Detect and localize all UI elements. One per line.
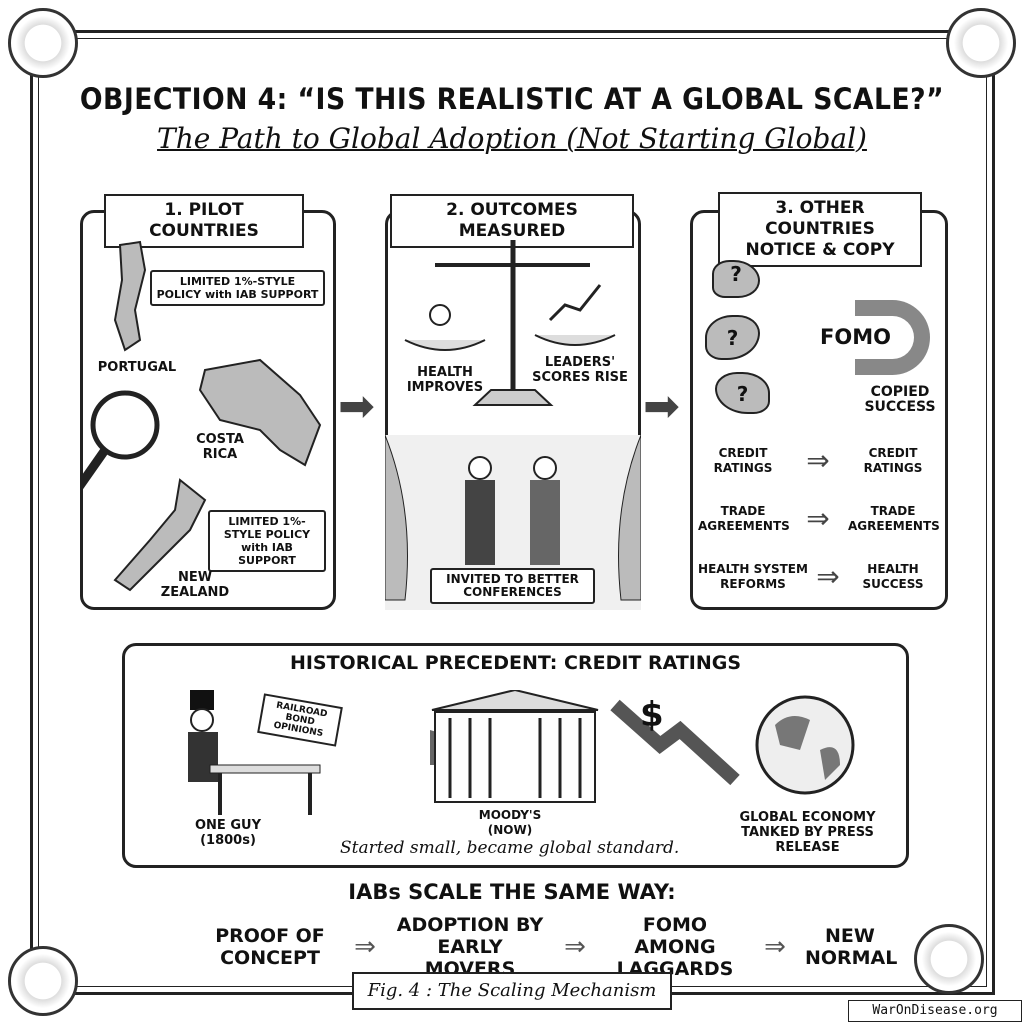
history-header: HISTORICAL PRECEDENT: CREDIT RATINGS — [289, 652, 742, 674]
label-copied-success: COPIED SUCCESS — [864, 384, 936, 415]
flow-step: ADOPTION BY EARLY MOVERS — [396, 914, 544, 980]
row-from: HEALTH SYSTEM REFORMS — [698, 562, 808, 591]
arrow-right-icon: ⇒ — [764, 932, 786, 962]
row-from: CREDIT RATINGS — [713, 446, 773, 475]
row-to: TRADE AGREEMENTS — [848, 504, 940, 533]
scale-and-handshake-illustration — [385, 240, 641, 610]
row-to: CREDIT RATINGS — [863, 446, 923, 475]
globe-icon — [755, 695, 855, 795]
top-hat-icon — [190, 690, 214, 710]
page-title: OBJECTION 4: “IS THIS REALISTIC AT A GLO… — [79, 82, 945, 116]
panel-header: 3. OTHER COUNTRIES NOTICE & COPY — [718, 192, 922, 267]
label-health-improves: HEALTH IMPROVES — [406, 365, 484, 395]
history-illustration — [188, 690, 855, 815]
label-new-zealand: NEW ZEALAND — [160, 570, 230, 600]
row-from: TRADE AGREEMENTS — [698, 504, 790, 533]
label-global-economy: GLOBAL ECONOMY TANKED BY PRESS RELEASE — [739, 810, 876, 855]
arrow-right-icon: ⇒ — [806, 444, 830, 477]
copy-row: HEALTH SYSTEM REFORMS ⇒ HEALTH SUCCESS — [698, 548, 938, 606]
arrow-right-icon: ⇒ — [806, 502, 830, 535]
newspaper-label — [418, 698, 598, 808]
label-costa-rica: COSTA RICA — [196, 432, 244, 462]
new-zealand-map — [113, 478, 207, 592]
arrow-right-icon: ⇒ — [816, 560, 840, 593]
portugal-map — [113, 240, 147, 352]
country-maps-illustration — [80, 240, 322, 592]
building-icon — [431, 690, 599, 711]
label-moodys: MOODY'S (NOW) — [478, 808, 542, 837]
fomo-label: FOMO — [820, 325, 891, 349]
arrow-right-icon: ➡ — [338, 381, 375, 432]
subtitle: The Path to Global Adoption (Not Startin… — [157, 122, 867, 155]
country-question-icon: ? — [712, 260, 760, 298]
flow-step: FOMO AMONG LAGGARDS — [616, 914, 734, 980]
label-one-guy: ONE GUY (1800s) — [195, 818, 261, 848]
gear-icon — [914, 924, 984, 994]
history-caption: Started small, became global standard. — [340, 838, 680, 858]
arrow-right-icon: ➡ — [643, 381, 680, 432]
panel-header: 1. PILOT COUNTRIES — [104, 194, 304, 248]
policy-banner: LIMITED 1%-STYLE POLICY with IAB SUPPORT — [150, 270, 325, 306]
dollar-icon: $ — [640, 695, 664, 735]
copy-rows: CREDIT RATINGS ⇒ CREDIT RATINGS TRADE AG… — [698, 432, 940, 606]
flow-step: NEW NORMAL — [804, 925, 898, 969]
conference-banner: INVITED TO BETTER CONFERENCES — [430, 568, 595, 604]
compass-icon — [8, 8, 78, 78]
watermark: WarOnDisease.org — [848, 1000, 1022, 1022]
costa-rica-map — [198, 358, 322, 467]
falling-arrow-icon — [610, 699, 740, 786]
arrow-right-icon: ⇒ — [354, 932, 376, 962]
scale-flow: PROOF OF CONCEPT ⇒ ADOPTION BY EARLY MOV… — [205, 914, 898, 980]
figure-caption: Fig. 4 : The Scaling Mechanism — [352, 972, 672, 1010]
row-to: HEALTH SUCCESS — [862, 562, 924, 591]
label-portugal: PORTUGAL — [97, 360, 177, 375]
scale-header: IABs SCALE THE SAME WAY: — [348, 880, 676, 904]
compass-icon — [8, 946, 78, 1016]
compass-icon — [946, 8, 1016, 78]
copy-row: CREDIT RATINGS ⇒ CREDIT RATINGS — [698, 432, 938, 490]
panel-header: 2. OUTCOMES MEASURED — [390, 194, 634, 248]
label-leaders-scores-rise: LEADERS' SCORES RISE — [532, 355, 628, 385]
arrow-right-icon: ⇒ — [564, 932, 586, 962]
policy-banner: LIMITED 1%-STYLE POLICY with IAB SUPPORT — [208, 510, 326, 572]
magnifying-glass-icon — [90, 390, 160, 460]
copy-row: TRADE AGREEMENTS ⇒ TRADE AGREEMENTS — [698, 490, 940, 548]
flow-step: PROOF OF CONCEPT — [215, 925, 325, 969]
